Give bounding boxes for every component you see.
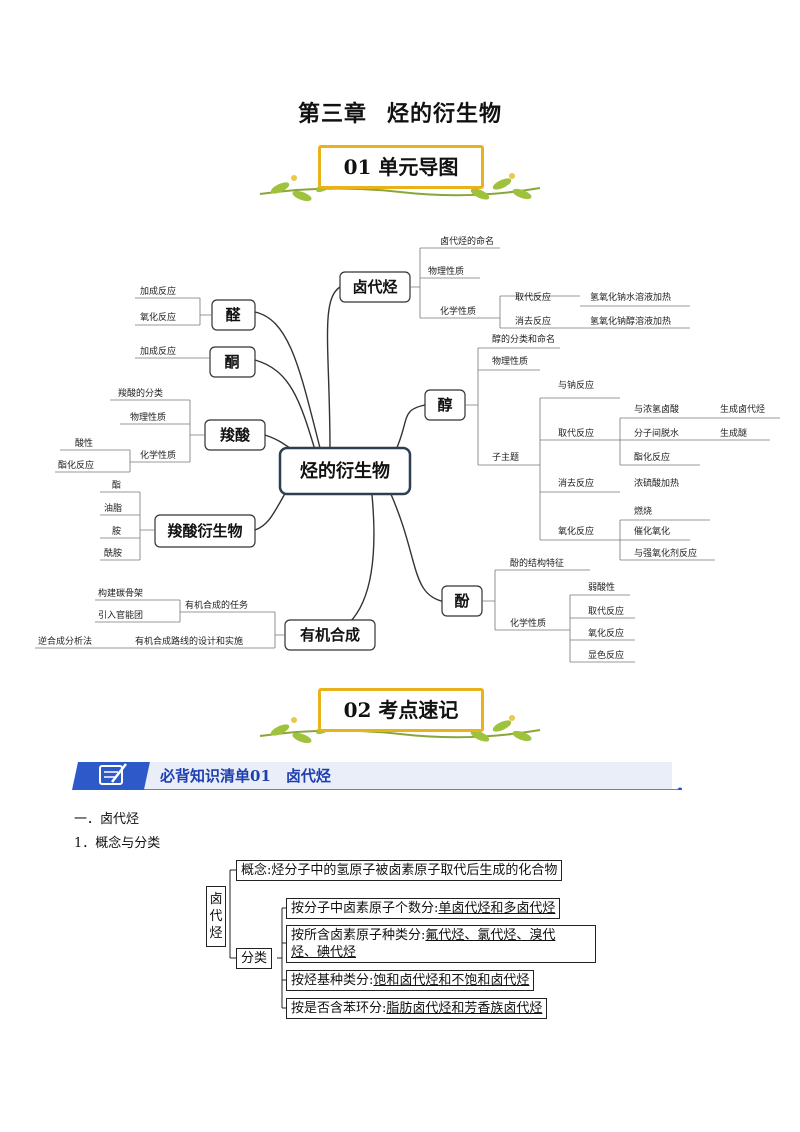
alcohol-dehydration: 分子间脱水 (634, 427, 679, 439)
concept-root: 卤代烃 (206, 886, 226, 947)
acid-esterification: 酯化反应 (58, 459, 94, 471)
node-acid-derivative: 羧酸衍生物 (167, 522, 242, 540)
definition-text: 烃分子中的氢原子被卤素原子取代后生成的化合物 (271, 863, 558, 878)
acid-classification: 羧酸的分类 (118, 387, 163, 399)
class-by-type: 按所含卤素原子种类分:氟代烃、氯代烃、溴代 烃、碘代烃 (286, 925, 596, 963)
alcohol-hx-product: 生成卤代烃 (720, 403, 765, 415)
class-by-count-label: 按分子中卤素原子个数分: (291, 901, 439, 916)
alcohol-substitution: 取代反应 (558, 427, 594, 439)
acid-acidity: 酸性 (75, 437, 93, 449)
chapter-name: 烃的衍生物 (387, 101, 503, 127)
class-by-hydrocarbyl-value: 饱和卤代烃和不饱和卤代烃 (373, 973, 530, 988)
definition-label: 概念: (241, 863, 272, 878)
class-by-hydrocarbyl: 按烃基种类分:饱和卤代烃和不饱和卤代烃 (286, 970, 535, 991)
phenol-weak-acid: 弱酸性 (588, 581, 615, 593)
banner-text: 单元导图 (378, 155, 459, 179)
alcohol-subtopic: 子主题 (492, 451, 519, 463)
halo-elimination-condition: 氢氧化钠醇溶液加热 (590, 315, 671, 327)
class-by-count-value: 单卤代烃和多卤代烃 (438, 901, 556, 916)
class-by-hydrocarbyl-label: 按烃基种类分: (291, 973, 374, 988)
alcohol-ether: 生成醚 (720, 427, 747, 439)
concept-root-label: 卤代烃 (209, 892, 223, 941)
class-by-type-value-2: 烃、碘代烃 (291, 945, 357, 960)
class-by-count: 按分子中卤素原子个数分:单卤代烃和多卤代烃 (286, 898, 561, 919)
mind-map: 烃的衍生物 卤代烃 卤代烃的命名 物理性质 化学性质 取代反应 氢氧化钠水溶液加… (35, 235, 780, 663)
alcohol-catalytic-oxidation: 催化氧化 (634, 525, 670, 537)
phenol-chemical: 化学性质 (510, 617, 546, 629)
deriv-ester: 酯 (112, 480, 121, 491)
alcohol-hx: 与浓氢卤酸 (634, 403, 679, 415)
unit-map-banner: 01 单元导图 (318, 145, 484, 189)
class-by-benzene-label: 按是否含苯环分: (291, 1001, 387, 1016)
synthesis-retro: 逆合成分析法 (38, 635, 92, 647)
key-points-banner: 02 考点速记 (318, 688, 484, 732)
deriv-amine: 胺 (112, 525, 121, 537)
banner-leaves-1 (259, 173, 541, 202)
page-title: 第三章烃的衍生物 (0, 96, 800, 128)
aldehyde-addition: 加成反应 (140, 285, 176, 297)
alcohol-classification: 醇的分类和命名 (492, 333, 555, 345)
phenol-structure: 酚的结构特征 (510, 557, 564, 569)
synthesis-skeleton: 构建碳骨架 (98, 587, 143, 599)
banner-number: 02 (343, 698, 372, 722)
halo-substitution: 取代反应 (515, 291, 551, 303)
alcohol-strong-oxidant: 与强氧化剂反应 (634, 547, 697, 559)
alcohol-elimination: 消去反应 (558, 477, 594, 489)
phenol-substitution: 取代反应 (588, 605, 624, 617)
concept-definition: 概念:烃分子中的氢原子被卤素原子取代后生成的化合物 (236, 860, 563, 881)
class-by-type-label: 按所含卤素原子种类分: (291, 928, 426, 943)
synthesis-task: 有机合成的任务 (185, 599, 248, 611)
phenol-color: 显色反应 (588, 649, 624, 661)
node-alcohol: 醇 (437, 396, 452, 414)
class-by-benzene-value: 脂肪卤代烃和芳香族卤代烃 (386, 1001, 543, 1016)
chapter-label: 第三章 (297, 101, 367, 127)
alcohol-combustion: 燃烧 (634, 505, 652, 517)
aldehyde-oxidation: 氧化反应 (140, 311, 176, 323)
halo-substitution-condition: 氢氧化钠水溶液加热 (590, 291, 671, 303)
alcohol-oxidation: 氧化反应 (558, 525, 594, 537)
class-by-benzene: 按是否含苯环分:脂肪卤代烃和芳香族卤代烃 (286, 998, 548, 1019)
synthesis-functional: 引入官能团 (98, 609, 143, 621)
alcohol-elimination-condition: 浓硫酸加热 (634, 477, 679, 489)
deriv-fat: 油脂 (104, 502, 122, 514)
node-aldehyde: 醛 (225, 306, 241, 324)
halo-elimination: 消去反应 (515, 315, 551, 327)
classification-box: 分类 (236, 948, 273, 969)
banner-number: 01 (343, 155, 372, 179)
node-acid: 羧酸 (220, 426, 251, 444)
classification-label: 分类 (241, 951, 268, 966)
acid-chemical: 化学性质 (140, 449, 176, 461)
deriv-amide: 酰胺 (104, 547, 122, 559)
acid-physical: 物理性质 (130, 411, 166, 423)
alcohol-sodium: 与钠反应 (558, 379, 594, 391)
section-header-bar (72, 762, 682, 790)
class-by-type-value-1: 氟代烃、氯代烃、溴代 (425, 928, 556, 943)
halo-chemical: 化学性质 (440, 305, 476, 317)
synthesis-route: 有机合成路线的设计和实施 (135, 635, 243, 647)
phenol-oxidation: 氧化反应 (588, 627, 624, 639)
node-ketone: 酮 (224, 353, 239, 371)
outline-heading-2: 1．概念与分类 (74, 836, 161, 851)
alcohol-physical: 物理性质 (492, 355, 528, 367)
node-synthesis: 有机合成 (300, 626, 360, 644)
node-phenol: 酚 (454, 592, 470, 610)
alcohol-esterification: 酯化反应 (634, 451, 670, 463)
outline-heading-1: 一．卤代烃 (74, 812, 140, 827)
ketone-addition: 加成反应 (140, 345, 176, 357)
halo-physical: 物理性质 (428, 265, 464, 277)
concept-connectors (229, 869, 286, 1009)
halo-naming: 卤代烃的命名 (440, 235, 494, 247)
center-node-label: 烃的衍生物 (300, 460, 390, 482)
section-title: 必背知识清单01 卤代烃 (160, 767, 331, 785)
banner-text: 考点速记 (378, 698, 459, 722)
node-haloalkane: 卤代烃 (352, 278, 397, 296)
